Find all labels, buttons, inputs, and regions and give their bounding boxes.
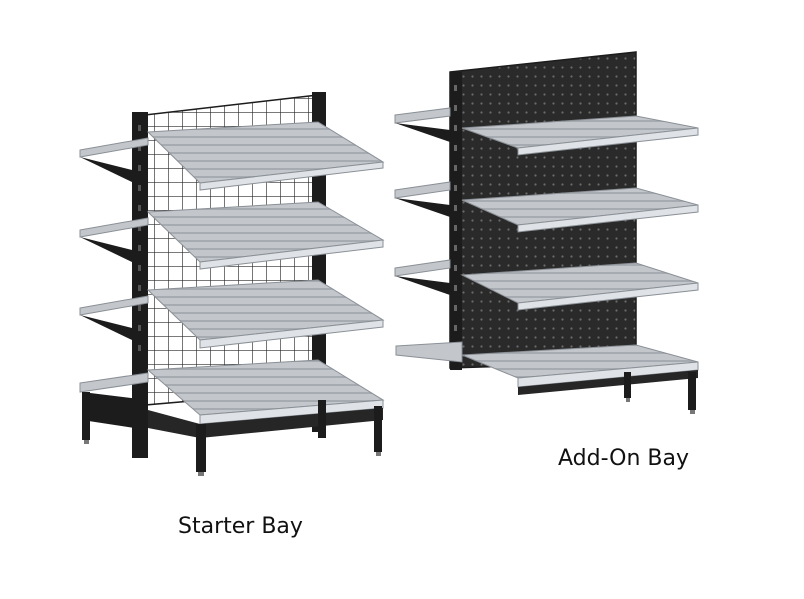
addon-kickplate	[518, 370, 698, 395]
starter-bay-caption: Starter Bay	[178, 514, 303, 539]
starter-shelf-1	[79, 121, 385, 191]
addon-shelf-2	[394, 181, 699, 233]
add-on-bay-caption: Add-On Bay	[558, 446, 689, 471]
starter-shelf-3	[79, 279, 385, 349]
starter-kickplate	[82, 392, 148, 430]
addon-shelf-3	[394, 259, 699, 311]
add-on-bay-shelf-unit	[394, 51, 699, 414]
addon-upright	[450, 72, 462, 370]
rear-upright	[312, 92, 326, 432]
addon-base-shelf	[395, 341, 699, 388]
starter-shelf-2	[79, 201, 385, 270]
starter-bay-shelf-unit	[79, 92, 385, 476]
addon-shelf-1	[394, 107, 699, 156]
front-upright	[132, 112, 148, 454]
